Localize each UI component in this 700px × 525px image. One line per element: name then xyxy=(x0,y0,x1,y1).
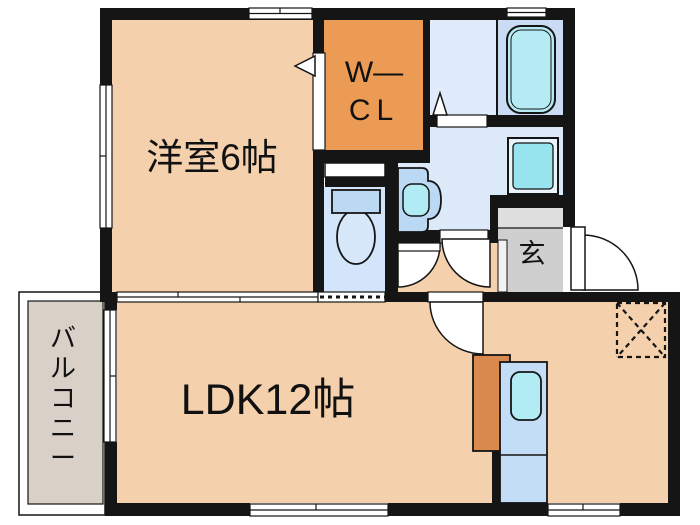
washing-machine-pan xyxy=(507,137,559,195)
western-room-floor xyxy=(112,20,313,292)
hall-ldk-door xyxy=(427,291,484,355)
bathroom-top-window xyxy=(506,7,547,18)
bathroom-door-arrow xyxy=(431,90,449,116)
bathtub xyxy=(506,25,556,114)
windows xyxy=(99,7,621,517)
toilet xyxy=(331,189,381,265)
wcl-label-line2: CL xyxy=(349,94,399,127)
ldk-bottom-window-left xyxy=(249,503,389,517)
balcony-label: バルコニー xyxy=(50,323,76,473)
toilet-door xyxy=(397,242,441,288)
wcl-floor xyxy=(324,20,423,150)
ldk-label: LDK12帖 xyxy=(181,376,355,424)
ldk-bottom-window-right xyxy=(547,503,621,517)
toilet-ldk-dashed-partition xyxy=(317,291,386,303)
bathroom-folding-door xyxy=(431,90,488,128)
ldk-floor xyxy=(117,302,668,503)
western-top-window xyxy=(248,7,313,20)
kitchen xyxy=(472,354,548,504)
washroom-door xyxy=(439,229,491,288)
wcl-door-arrow xyxy=(293,54,316,78)
vanity-sink xyxy=(397,167,442,233)
western-left-window xyxy=(99,84,113,229)
western-room-label: 洋室6帖 xyxy=(146,137,278,178)
kitchen-sink xyxy=(510,371,542,421)
doors xyxy=(293,52,639,355)
wcl-label-line1: W— xyxy=(345,56,403,89)
balcony: バルコニー xyxy=(18,291,106,516)
walls xyxy=(100,8,680,516)
balcony-sliding-door xyxy=(103,309,117,443)
front-door xyxy=(570,226,639,291)
wcl-door xyxy=(293,52,326,151)
western-ldk-sliding-partition xyxy=(116,291,319,303)
genkan-label: 玄 xyxy=(519,239,546,269)
genkan-floor xyxy=(497,208,563,293)
refrigerator-space xyxy=(615,301,667,359)
wcl-shelf-niche xyxy=(324,162,386,178)
